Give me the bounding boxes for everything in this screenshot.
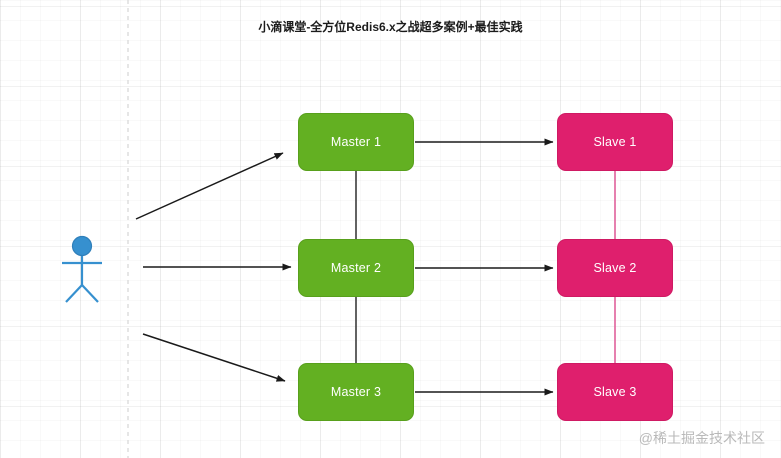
actor-head-icon <box>71 235 93 257</box>
node-slave-1[interactable]: Slave 1 <box>557 113 673 171</box>
node-slave-2-label: Slave 2 <box>593 261 637 275</box>
node-master-1-label: Master 1 <box>330 135 382 149</box>
node-slave-3-label: Slave 3 <box>593 385 637 399</box>
node-master-3[interactable]: Master 3 <box>298 363 414 421</box>
page-title: 小滴课堂-全方位Redis6.x之战超多案例+最佳实践 <box>258 20 523 34</box>
watermark: @稀土掘金技术社区 <box>638 430 765 446</box>
node-slave-2[interactable]: Slave 2 <box>557 239 673 297</box>
actor-figure <box>62 235 102 303</box>
node-master-2[interactable]: Master 2 <box>298 239 414 297</box>
node-master-1[interactable]: Master 1 <box>298 113 414 171</box>
client-to-master-1-arrow <box>135 152 284 220</box>
actor-leg-left <box>65 284 83 303</box>
client-to-master-3-arrow <box>142 333 286 382</box>
node-master-2-label: Master 2 <box>330 261 382 275</box>
actor-leg-right <box>81 284 99 303</box>
node-slave-3[interactable]: Slave 3 <box>557 363 673 421</box>
node-slave-1-label: Slave 1 <box>593 135 637 149</box>
node-master-3-label: Master 3 <box>330 385 382 399</box>
